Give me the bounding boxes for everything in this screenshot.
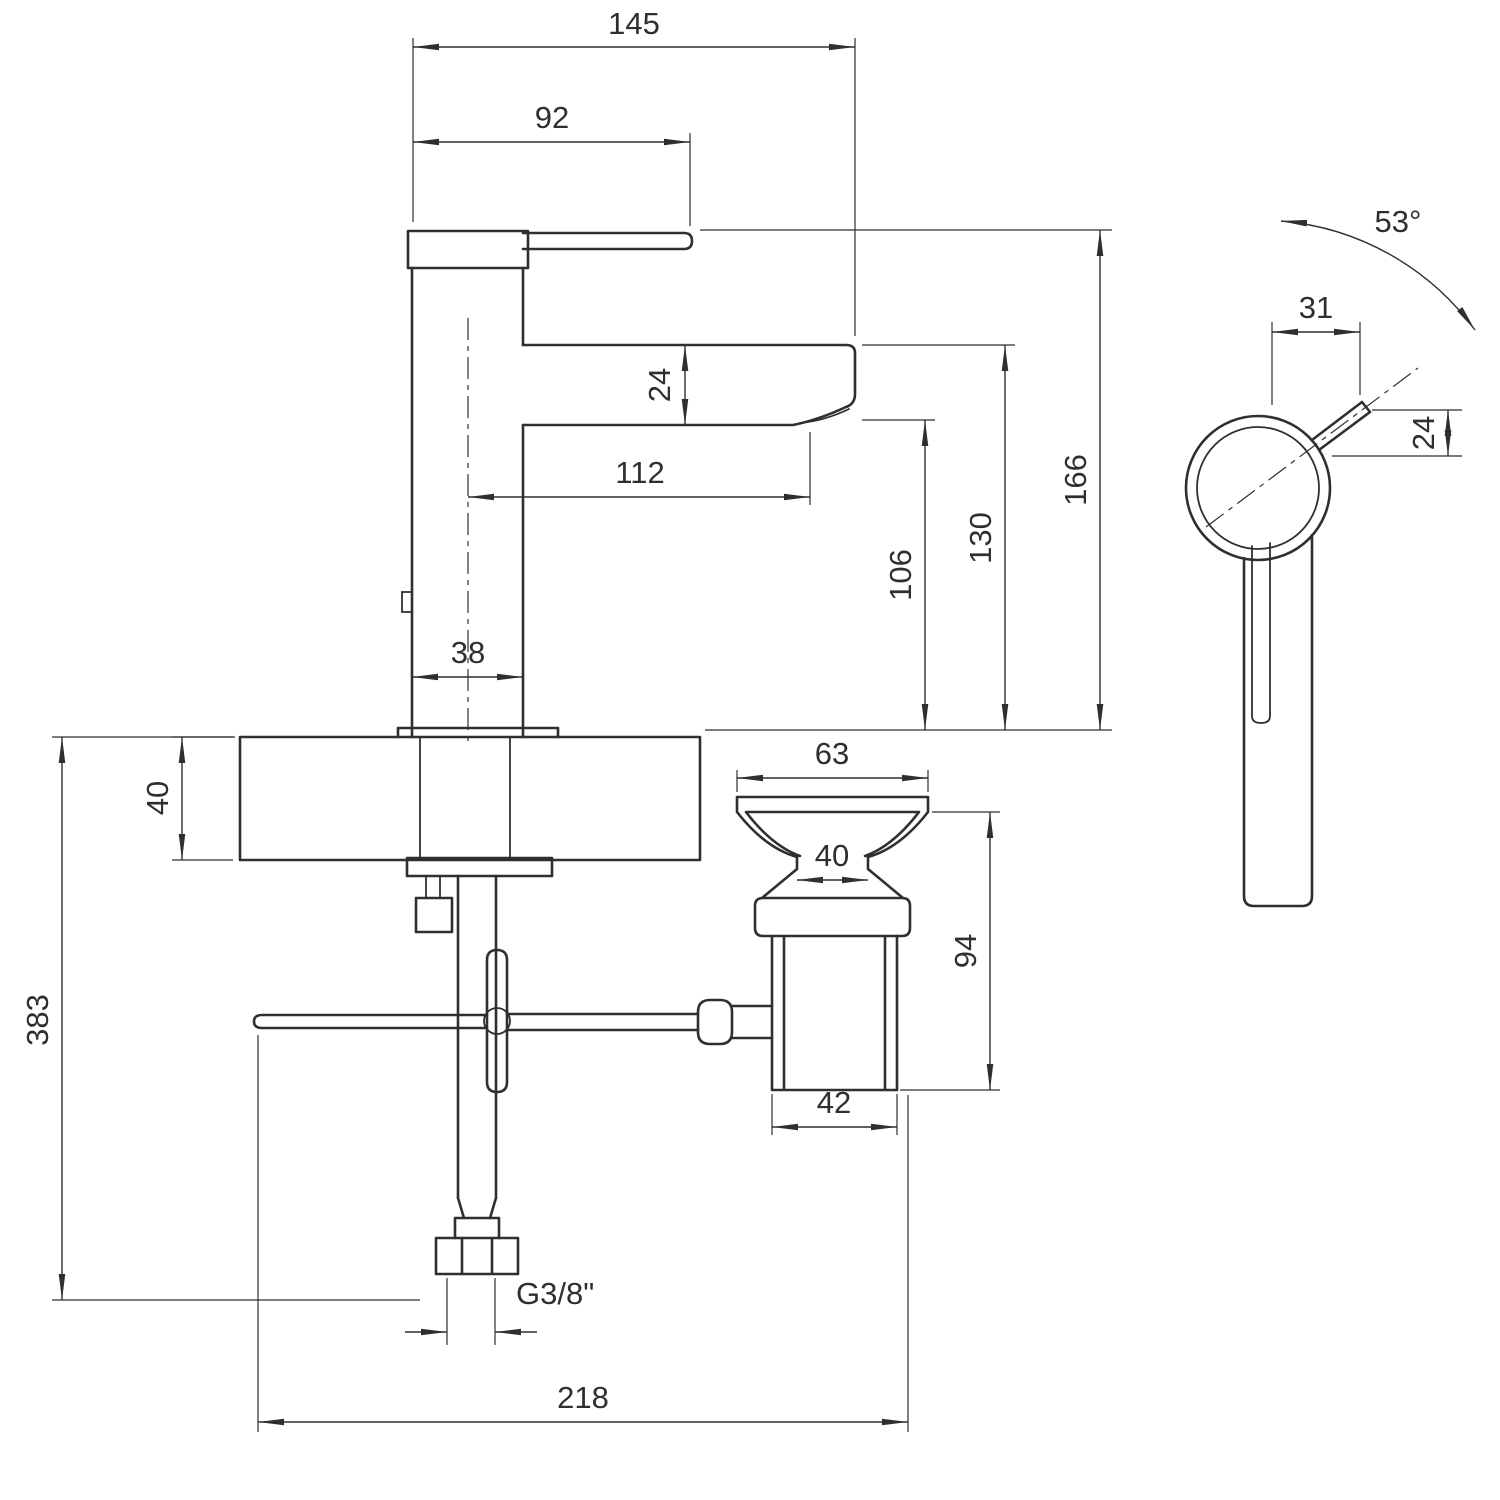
top-view-body-inner [1196, 426, 1320, 550]
dim-body-diameter: 38 [412, 635, 523, 681]
dim-overall-reach: 145 [412, 6, 856, 336]
dim-label-130: 130 [963, 512, 998, 564]
dim-supply-thread: G3/8" [405, 1276, 594, 1345]
dim-label-40-waste: 40 [815, 838, 849, 873]
counter-and-mounting [238, 735, 702, 1276]
popup-rod-right [505, 1012, 700, 1032]
waste-waist [760, 855, 905, 900]
waste-body [770, 934, 899, 1092]
dim-label-42: 42 [817, 1085, 851, 1120]
waste-lever-nut [696, 998, 734, 1046]
dim-label-106: 106 [883, 549, 918, 601]
dim-handle-diameter: 24 [1332, 409, 1462, 457]
dim-label-218: 218 [557, 1380, 609, 1415]
popup-pivot-ball [483, 1007, 511, 1035]
dim-waste-flange-diameter: 63 [736, 736, 929, 792]
dim-waste-height: 94 [900, 811, 1000, 1091]
waste-lever-boss [730, 1004, 774, 1040]
dim-label-92: 92 [535, 100, 569, 135]
faucet-cap [406, 229, 530, 270]
dim-handle-reach: 92 [413, 100, 691, 226]
mounting-washer [405, 856, 554, 878]
dim-label-145: 145 [608, 6, 660, 41]
popup-linkage [252, 948, 700, 1094]
dim-below-deck-depth: 383 [20, 736, 420, 1301]
supply-pipe [456, 874, 498, 1200]
dim-label-383: 383 [20, 994, 55, 1046]
dim-label-24-spout: 24 [642, 368, 677, 402]
dim-waste-opening: 40 [797, 838, 868, 884]
spout-aerator-line [799, 408, 850, 424]
dim-label-thread: G3/8" [516, 1276, 594, 1311]
waste-assembly [696, 795, 930, 1092]
dim-label-63: 63 [815, 736, 849, 771]
dim-label-40-deck: 40 [140, 781, 175, 815]
dim-label-94: 94 [948, 934, 983, 968]
dim-swivel-angle: 53° [1280, 204, 1476, 331]
dim-label-166: 166 [1058, 454, 1093, 506]
top-view-lever-slot [1251, 542, 1271, 724]
top-view-body-outer [1184, 414, 1332, 562]
waste-flange [735, 795, 930, 859]
mounting-stud [425, 875, 441, 899]
faucet-spout [521, 343, 857, 427]
dim-spout-section: 24 [642, 345, 689, 425]
dim-label-38: 38 [451, 635, 485, 670]
dim-waste-body-diameter: 42 [771, 1085, 898, 1135]
dim-label-112: 112 [615, 455, 664, 490]
countertop [238, 735, 702, 862]
escutcheon [396, 726, 560, 739]
dim-handle-offset: 31 [1271, 290, 1361, 405]
dim-overall-height: 166 [700, 229, 1112, 730]
dim-spout-underside-height: 106 [705, 419, 1112, 731]
dim-spout-projection: 112 [468, 432, 811, 505]
faucet-handle [521, 231, 694, 251]
supply-hex-nut [434, 1236, 520, 1276]
dim-overall-depth: 218 [257, 1035, 909, 1432]
dim-label-24-handle: 24 [1406, 416, 1441, 450]
top-view-lever [1242, 533, 1314, 908]
mounting-nut [414, 896, 454, 934]
supply-pipe-taper [453, 1196, 501, 1240]
faucet-body [410, 266, 525, 739]
top-view-lever-centerline [1205, 367, 1419, 528]
side-view-faucet [396, 229, 857, 742]
popup-link-bar [485, 948, 509, 1094]
top-view-faucet [1184, 367, 1419, 908]
mounting-shank [419, 736, 511, 859]
waste-coupling-nut [753, 896, 912, 938]
dim-deck-thickness: 40 [140, 736, 233, 861]
dim-label-53deg: 53° [1375, 204, 1422, 239]
body-nub [401, 591, 413, 613]
popup-rod [252, 1013, 489, 1030]
dim-spout-top-height: 130 [862, 344, 1015, 730]
dim-label-31: 31 [1299, 290, 1333, 325]
